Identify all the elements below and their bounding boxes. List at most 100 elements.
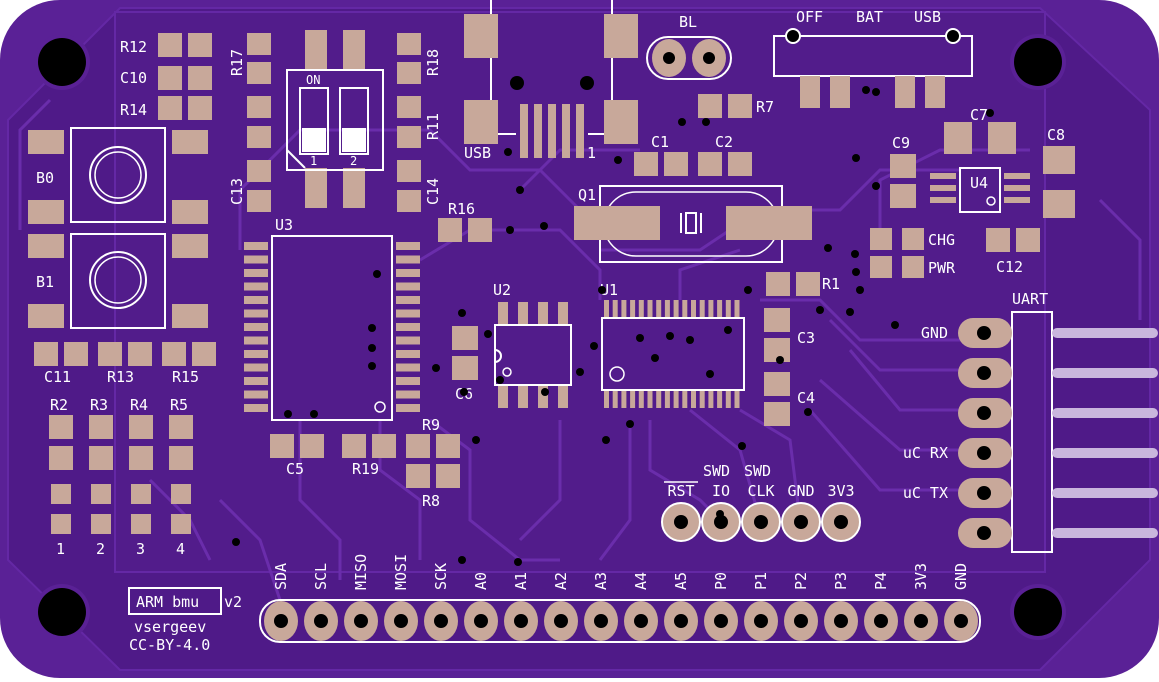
label-sw-usb: USB [914, 8, 941, 26]
label-r14: R14 [120, 101, 147, 119]
pads-c11-r13-r15 [34, 342, 216, 366]
pads-r2-r5 [49, 415, 193, 534]
header-pin-hole [274, 614, 288, 628]
uart-pin-lead [1052, 368, 1158, 378]
crystal-q1 [574, 185, 812, 263]
pads-r16 [438, 218, 492, 242]
header-pin-hole [634, 614, 648, 628]
label-uart: UART [1012, 290, 1048, 308]
header-pin-hole [794, 614, 808, 628]
label-b1: B1 [36, 273, 54, 291]
usb-connector [464, 0, 638, 158]
button-b1[interactable] [28, 233, 208, 329]
label-r12: R12 [120, 38, 147, 56]
header-pin-hole [714, 614, 728, 628]
label-product: ARM bmu [136, 593, 199, 611]
header-pin-label: A5 [672, 572, 690, 590]
header-pin-hole [594, 614, 608, 628]
header-pin-label: P1 [752, 572, 770, 590]
product-box [128, 587, 222, 615]
label-c7: C7 [970, 106, 988, 124]
label-r18: R18 [424, 49, 442, 76]
header-pin-hole [314, 614, 328, 628]
label-c13: C13 [228, 178, 246, 205]
pads-c12 [986, 228, 1040, 252]
label-r8: R8 [422, 492, 440, 510]
header-pin-hole [354, 614, 368, 628]
label-c2: C2 [715, 133, 733, 151]
swd-pin-label: RST [667, 482, 694, 500]
header-pin-hole [914, 614, 928, 628]
label-c12: C12 [996, 258, 1023, 276]
label-dip-on: ON [306, 73, 320, 87]
label-usb-pin1: 1 [587, 144, 596, 162]
label-author: vsergeev [134, 618, 206, 636]
swd-pin-hole [754, 515, 768, 529]
uart-pin-lead [1052, 328, 1158, 338]
chip-u1 [601, 300, 745, 408]
uart-pin-label: GND [921, 324, 948, 342]
uart-connector [958, 311, 1158, 553]
header-pin-label: SCL [312, 563, 330, 590]
label-u4: U4 [970, 174, 988, 192]
label-c9: C9 [892, 134, 910, 152]
label-c5: C5 [286, 460, 304, 478]
label-r16: R16 [448, 200, 475, 218]
header-pin-hole [394, 614, 408, 628]
uart-pin-hole [977, 406, 991, 420]
label-led-4: 4 [176, 540, 185, 558]
header-pin-label: P3 [832, 572, 850, 590]
header-pin-hole [834, 614, 848, 628]
label-usb: USB [464, 144, 491, 162]
pads-c9-c7-c8 [890, 122, 1075, 218]
power-switch[interactable] [773, 28, 973, 108]
label-q1: Q1 [578, 186, 596, 204]
label-r11: R11 [424, 113, 442, 140]
header-pin-label: P4 [872, 572, 890, 590]
label-r5: R5 [170, 396, 188, 414]
label-r7: R7 [756, 98, 774, 116]
header-pin-hole [874, 614, 888, 628]
dip-switch[interactable] [286, 30, 384, 208]
pads-r18-r11-c14 [397, 33, 421, 212]
pads-chg-pwr [870, 228, 924, 278]
label-sw-off: OFF [796, 8, 823, 26]
label-dip-1: 1 [310, 154, 317, 168]
chip-u4 [930, 167, 1030, 213]
label-r2: R2 [50, 396, 68, 414]
header-pin-hole [754, 614, 768, 628]
header-pin-label: P0 [712, 572, 730, 590]
label-license: CC-BY-4.0 [129, 636, 210, 654]
chip-u2 [494, 302, 572, 408]
pads-r7 [698, 94, 752, 118]
label-c1: C1 [651, 133, 669, 151]
header-pin-hole [434, 614, 448, 628]
swd-pin-hole [794, 515, 808, 529]
header-pin-label: MISO [352, 554, 370, 590]
button-b0[interactable] [28, 127, 208, 224]
pads-c5-r19-r9-r8 [270, 434, 460, 488]
label-b0: B0 [36, 169, 54, 187]
label-chg: CHG [928, 231, 955, 249]
swd-pin-hole [674, 515, 688, 529]
label-r4: R4 [130, 396, 148, 414]
header-pin-label: A4 [632, 572, 650, 590]
label-r13: R13 [107, 368, 134, 386]
label-c11: C11 [44, 368, 71, 386]
pads-r17-c13 [247, 33, 271, 212]
label-r19: R19 [352, 460, 379, 478]
label-pwr: PWR [928, 259, 956, 277]
label-r15: R15 [172, 368, 199, 386]
vias [232, 86, 994, 566]
label-dip-2: 2 [350, 154, 357, 168]
header-pin-label: A3 [592, 572, 610, 590]
bl-connector [646, 36, 732, 80]
uart-pin-lead [1052, 408, 1158, 418]
uart-pin-label: uC RX [903, 444, 948, 462]
label-c8: C8 [1047, 126, 1065, 144]
swd-pin-hole [834, 515, 848, 529]
header-pin-label: MOSI [392, 554, 410, 590]
label-led-2: 2 [96, 540, 105, 558]
label-r17: R17 [228, 49, 246, 76]
